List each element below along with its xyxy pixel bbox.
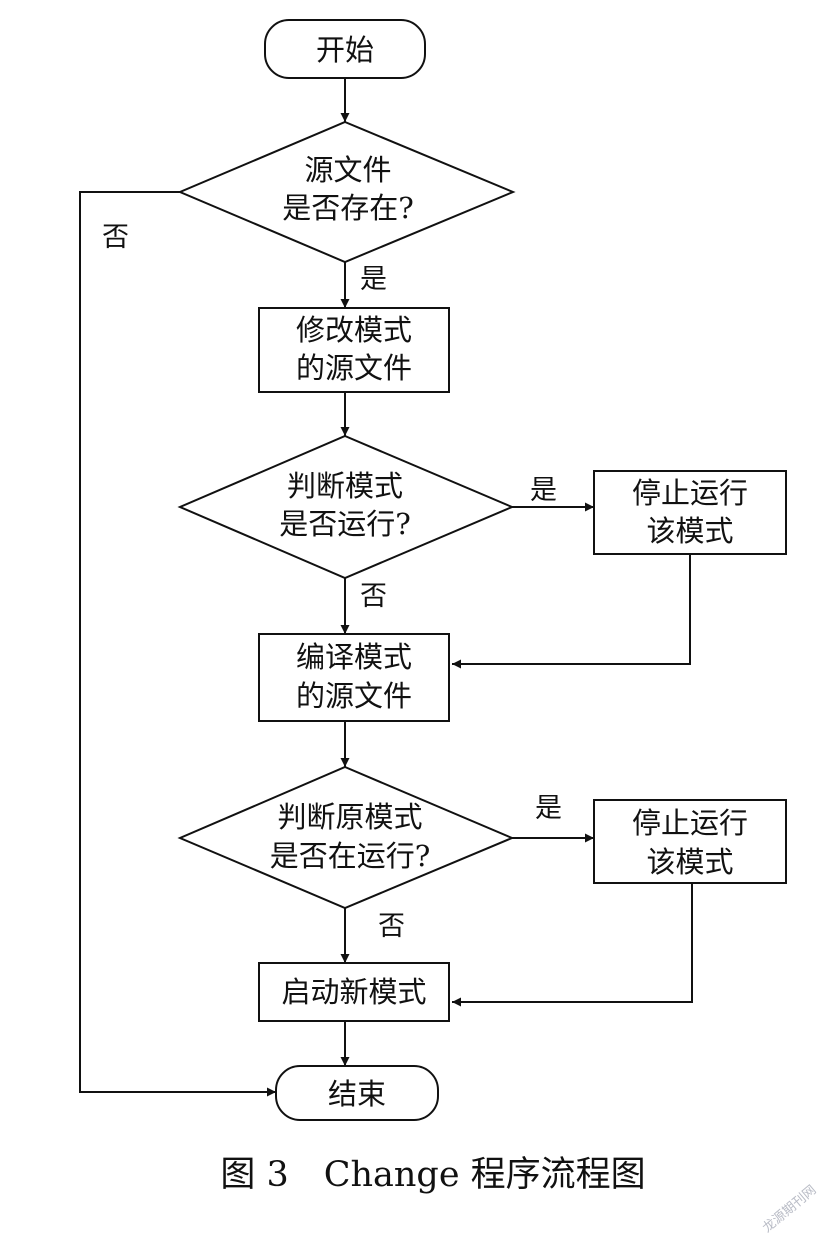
edge-label-original-no: 否: [378, 911, 405, 942]
stop-mode-2-line2: 该模式: [646, 845, 733, 879]
start-terminal: [264, 19, 426, 79]
edge-label-running-yes: 是: [530, 475, 557, 506]
mode-running-decision: [177, 434, 515, 580]
original-decision-line1: 判断原模式: [277, 800, 422, 834]
edge-source-no: [79, 191, 276, 1097]
stop-mode-1-line2: 该模式: [646, 514, 733, 548]
connectors: [79, 78, 693, 1097]
compile-source-box: [258, 633, 450, 722]
edge-label-running-no: 否: [360, 581, 387, 612]
start-label: 开始: [316, 33, 374, 67]
node-texts: 开始 源文件 是否存在? 修改模式 的源文件 判断模式 是否运行? 停止运行 该…: [270, 33, 748, 1111]
start-new-mode-label: 启动新模式: [281, 975, 426, 1009]
end-terminal: [275, 1065, 439, 1121]
running-decision-line1: 判断模式: [287, 469, 403, 503]
original-decision-line2: 是否在运行?: [270, 839, 431, 873]
edge-label-source-no: 否: [102, 222, 129, 253]
modify-source-line2: 的源文件: [296, 351, 412, 385]
source-decision-line2: 是否存在?: [282, 191, 414, 225]
stop-mode-1-line1: 停止运行: [632, 476, 748, 510]
modify-source-line1: 修改模式: [296, 313, 412, 347]
figure-caption: 图 3 Change 程序流程图: [220, 1155, 645, 1195]
original-running-decision: [177, 765, 515, 910]
shapes: [177, 19, 787, 1121]
edge-labels: 否 是 是 否 是 否: [102, 222, 562, 942]
running-decision-line2: 是否运行?: [279, 507, 411, 541]
start-new-mode-box: [258, 962, 450, 1022]
edge-label-source-yes: 是: [360, 264, 387, 295]
modify-source-box: [258, 307, 450, 393]
source-decision-line1: 源文件: [304, 153, 391, 187]
stop-mode-box-2: [593, 799, 787, 884]
stop-mode-2-line1: 停止运行: [632, 806, 748, 840]
watermark: 龙源期刊网: [760, 1183, 819, 1236]
edge-label-original-yes: 是: [535, 793, 562, 824]
edge-stop1-to-compile: [452, 554, 691, 669]
source-exists-decision: [177, 120, 516, 264]
compile-source-line1: 编译模式: [296, 640, 412, 674]
compile-source-line2: 的源文件: [296, 679, 412, 713]
edge-stop2-to-start-new: [452, 883, 693, 1007]
end-label: 结束: [328, 1077, 386, 1111]
stop-mode-box-1: [593, 470, 787, 555]
